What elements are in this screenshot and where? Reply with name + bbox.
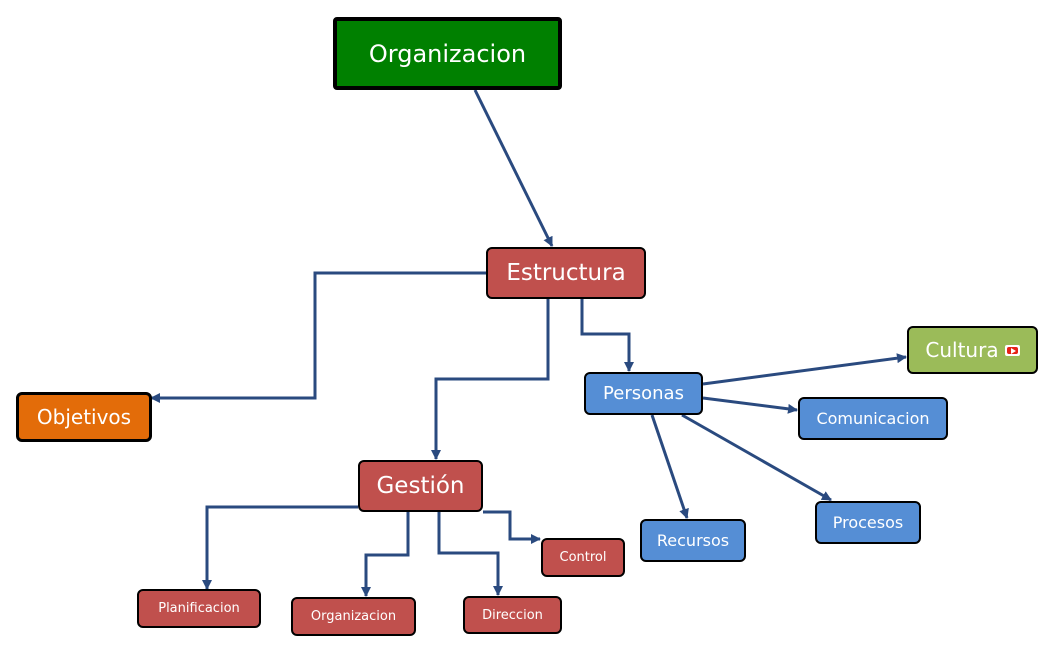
video-play-icon[interactable] xyxy=(1004,344,1020,356)
node-comunicacion[interactable]: Comunicacion xyxy=(798,397,948,440)
node-procesos[interactable]: Procesos xyxy=(815,501,921,544)
node-planificacion[interactable]: Planificacion xyxy=(137,589,261,628)
node-direccion[interactable]: Direccion xyxy=(463,596,562,634)
connector-gestion-planificacion xyxy=(202,505,358,590)
connector-organizacion-estructura xyxy=(473,89,554,247)
connector-personas-cultura xyxy=(702,353,907,386)
connector-personas-procesos xyxy=(681,413,832,502)
connector-estructura-personas xyxy=(580,299,634,372)
node-label: Procesos xyxy=(832,513,904,532)
connector-estructura-gestion xyxy=(431,299,550,460)
connector-gestion-control xyxy=(483,510,541,544)
node-label: Objetivos xyxy=(36,405,132,429)
node-label: Organizacion xyxy=(310,609,397,624)
node-label: Planificacion xyxy=(158,601,240,616)
node-organizacion-sub[interactable]: Organizacion xyxy=(291,597,416,636)
connector-personas-comunicacion xyxy=(702,396,798,414)
connector-gestion-organizacion xyxy=(361,512,410,597)
node-label: Personas xyxy=(603,383,684,404)
connector-personas-recursos xyxy=(650,414,689,519)
node-label: Organizacion xyxy=(368,39,527,68)
node-objetivos[interactable]: Objetivos xyxy=(16,392,152,442)
node-personas[interactable]: Personas xyxy=(584,372,703,415)
node-control[interactable]: Control xyxy=(541,538,625,577)
node-label: Recursos xyxy=(656,531,730,550)
node-cultura[interactable]: Cultura xyxy=(907,326,1038,374)
node-estructura[interactable]: Estructura xyxy=(486,247,646,299)
node-organizacion-root[interactable]: Organizacion xyxy=(333,17,562,90)
node-label: Estructura xyxy=(506,260,626,286)
connector-gestion-direccion xyxy=(437,512,503,596)
node-gestion[interactable]: Gestión xyxy=(358,460,483,512)
node-label: Gestión xyxy=(376,473,465,499)
node-label: Cultura xyxy=(925,338,999,362)
node-label: Direccion xyxy=(482,607,543,623)
node-recursos[interactable]: Recursos xyxy=(640,519,746,562)
node-label: Control xyxy=(559,550,607,565)
connector-estructura-objetivos xyxy=(150,271,486,403)
node-label: Comunicacion xyxy=(816,409,930,428)
